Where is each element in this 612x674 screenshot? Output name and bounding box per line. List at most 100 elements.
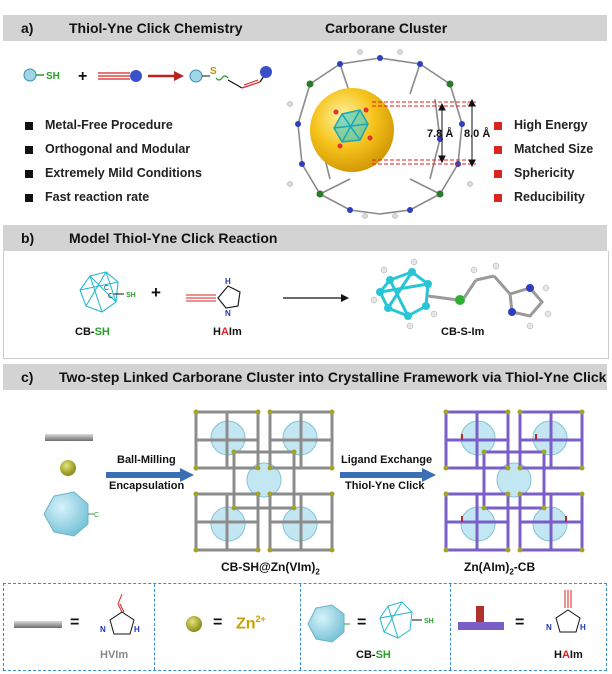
bullet-left-4: Fast reaction rate: [45, 190, 150, 204]
legend-box: [3, 583, 607, 671]
bullet-square-right-2: [494, 146, 502, 154]
framework-zn-aim-cb: [443, 409, 585, 553]
legend-cb-sh-label: CB-SH: [356, 649, 391, 661]
panel-b-plus: +: [151, 283, 161, 302]
svg-text:N: N: [546, 623, 552, 632]
cage-hydrogen-atoms: [287, 49, 473, 219]
bullet-square-left-3: [25, 170, 33, 178]
bullet-right-1: High Energy: [514, 118, 588, 132]
legend-halm-label: HAIm: [554, 649, 583, 661]
legend-halm-molecule: N H: [546, 590, 586, 633]
arrow2-top-label: Ligand Exchange: [341, 454, 433, 466]
legend-cb-sh-molecule: SH: [379, 601, 434, 639]
framework-zn-aim-red-stubs: [461, 434, 567, 522]
svg-text:H: H: [580, 623, 586, 632]
product-sphere: [189, 69, 203, 83]
bullet-square-right-3: [494, 170, 502, 178]
cb-s-im-label: CB-S-Im: [441, 326, 485, 338]
panel-a-title: Thiol-Yne Click Chemistry: [69, 20, 243, 36]
framework-zn-aim-label-tail: -CB: [513, 560, 536, 574]
svg-text:C: C: [104, 285, 109, 292]
legend-halm-a: A: [561, 649, 570, 661]
legend-hvim-molecule: N H: [100, 593, 140, 635]
carborane-cluster: [333, 109, 369, 143]
alkyne-sphere: [130, 70, 142, 82]
legend-eq-1: =: [70, 614, 80, 631]
legend-zn-text: Zn: [236, 615, 256, 633]
bullet-square-left-4: [25, 194, 33, 202]
bullet-square-left-1: [25, 122, 33, 130]
panel-a-letter: a): [21, 20, 34, 36]
legend-eq-4: =: [515, 614, 525, 631]
arrow2-bottom-label: Thiol-Yne Click: [345, 480, 425, 492]
halm-label: HAIm: [213, 326, 242, 338]
legend-halm-h: H: [554, 649, 562, 661]
panel-a-title-right: Carborane Cluster: [325, 20, 448, 36]
cb-sh-molecule: C C SH: [79, 271, 136, 313]
cb-sh-label: CB-SH: [75, 326, 110, 338]
framework-cb-sh-struts: [194, 410, 334, 552]
halm-a: A: [220, 326, 229, 338]
cb-sh-prefix: CB-: [75, 326, 95, 338]
legend-hvim-bar: [14, 621, 62, 628]
legend-eq-2: =: [213, 614, 223, 631]
framework-cb-sh: [193, 409, 335, 553]
arrow1: [106, 468, 194, 482]
panel-c-header: c) Two-step Linked Carborane Cluster int…: [3, 364, 607, 390]
thiol-yne-scheme: SH + S: [23, 66, 272, 89]
legend-divider-1: [154, 584, 155, 670]
framework-zn-aim-nodes: [443, 409, 585, 553]
sulfur-atom: [455, 295, 465, 305]
legend-zn-sup: 2+: [255, 614, 266, 624]
framework-zn-aim-label-main: Zn(AIm): [464, 560, 510, 574]
framework-cb-sh-label-main: CB-SH@Zn(VIm): [221, 560, 316, 574]
panel-b-header: b) Model Thiol-Yne Click Reaction: [3, 225, 607, 251]
s-label: S: [210, 66, 217, 77]
legend-cb-suffix: SH: [375, 649, 391, 661]
bullet-left-1: Metal-Free Procedure: [45, 118, 173, 132]
thiol-sphere: [23, 68, 37, 82]
arrow1-top-label: Ball-Milling: [117, 454, 176, 466]
bullet-right-3: Sphericity: [514, 166, 575, 180]
panel-c-title: Two-step Linked Carborane Cluster into C…: [59, 369, 607, 385]
svg-text:H: H: [225, 277, 231, 286]
framework-zn-aim-label: Zn(AIm)2-CB: [464, 560, 535, 576]
panel-a-header: a) Thiol-Yne Click Chemistry Carborane C…: [3, 15, 607, 41]
svg-text:SH: SH: [424, 618, 434, 625]
framework-cb-sh-nodes: [193, 409, 335, 553]
svg-text:N: N: [100, 625, 106, 634]
legend-hvim-label: HVIm: [100, 649, 129, 661]
legend-halm-strut: [458, 606, 504, 630]
zn-ball-icon: [60, 460, 76, 476]
framework-cb-sh-label-sub: 2: [315, 567, 320, 577]
svg-text:N: N: [225, 309, 231, 318]
bullet-square-right-1: [494, 122, 502, 130]
dimension-arrows: [438, 98, 476, 168]
legend-zn-ball: [186, 616, 202, 632]
framework-zn-aim-struts: [444, 410, 584, 552]
arrow2: [340, 468, 436, 482]
legend-divider-3: [450, 584, 451, 670]
plus-sign: +: [78, 68, 87, 85]
cb-sh-suffix: SH: [94, 326, 110, 338]
product-end-sphere: [260, 66, 272, 78]
panel-b-letter: b): [21, 230, 35, 246]
bullet-square-right-4: [494, 194, 502, 202]
legend-cb-ball: [307, 604, 350, 643]
cb-s-im-molecule: [370, 258, 552, 330]
dimension-label-2: 8.0 Å: [464, 128, 491, 140]
legend-halm-rest: Im: [569, 649, 583, 661]
cage-zinc-atoms: [306, 80, 454, 198]
bullet-left-2: Orthogonal and Modular: [45, 142, 191, 156]
halm-h: H: [213, 326, 221, 338]
panel-c-letter: c): [21, 369, 34, 385]
bullet-right-4: Reducibility: [514, 190, 585, 204]
legend-cb-prefix: CB-: [356, 649, 376, 661]
svg-text:SH: SH: [126, 292, 136, 299]
carborane-cage-illustration: [287, 49, 476, 219]
svg-text:H: H: [134, 625, 140, 634]
framework-zn-aim-label-sub: 2: [509, 567, 514, 577]
dimension-label-1: 7.8 Å: [427, 128, 454, 140]
framework-cb-sh-label: CB-SH@Zn(VIm)2: [221, 560, 320, 576]
panel-b-title: Model Thiol-Yne Click Reaction: [69, 230, 278, 246]
